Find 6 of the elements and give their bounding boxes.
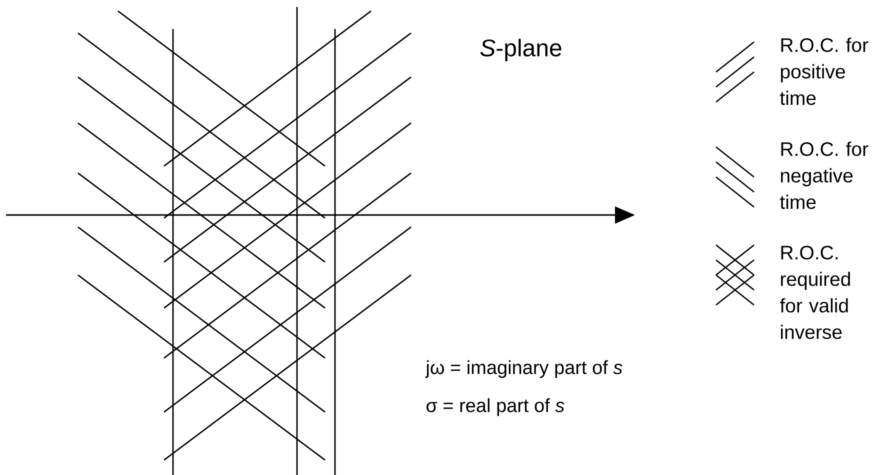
note-text: jω = imaginary part of s xyxy=(425,360,622,378)
legend-text: R.O.C. for negative time xyxy=(780,142,868,209)
plane-label: S-plane xyxy=(480,38,562,62)
legend-text: R.O.C. required for valid inverse xyxy=(780,246,850,339)
note-text: σ = real part of s xyxy=(426,398,564,416)
legend-text: R.O.C. for positive time xyxy=(780,38,868,105)
